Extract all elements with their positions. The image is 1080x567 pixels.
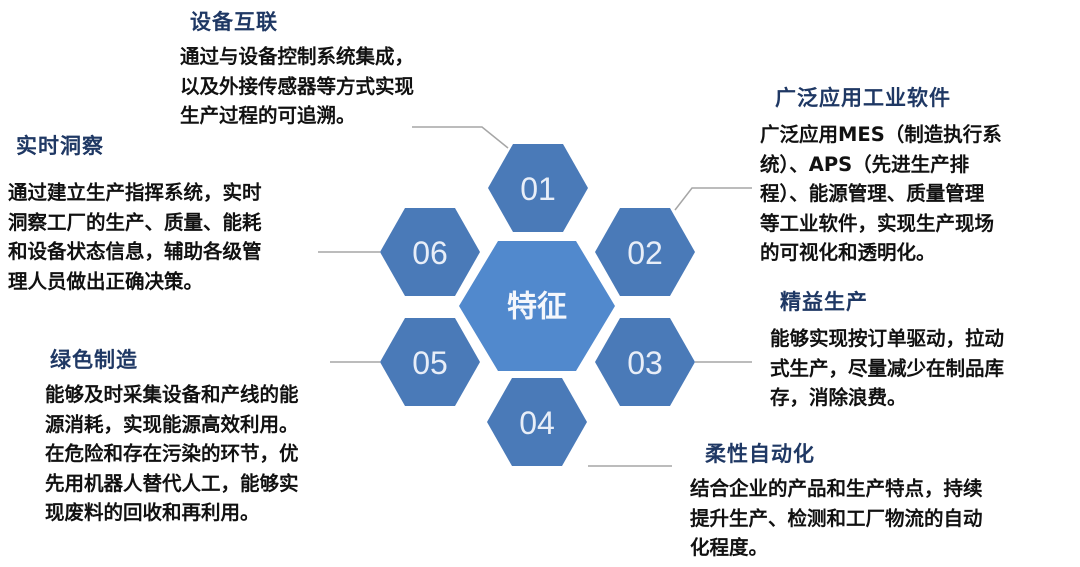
- description-line: 理人员做出正确决策。: [8, 269, 204, 293]
- description-line: 结合企业的产品和生产特点，持续: [690, 477, 983, 500]
- description-line: 能够实现按订单驱动，拉动: [770, 327, 1005, 350]
- feature-02: 广泛应用工业软件 广泛应用MES（制造执行系 统）、APS（先进生产排 程）、能…: [760, 82, 1002, 268]
- description-line: 统）、APS（先进生产排: [760, 152, 970, 176]
- hexagon-label: 特征: [507, 290, 567, 325]
- hexagon-label: 03: [627, 345, 663, 381]
- hexagon-label: 01: [520, 171, 556, 207]
- hexagon-05: 05: [380, 318, 480, 406]
- hexagon-label: 02: [627, 235, 663, 271]
- feature-title: 实时洞察: [16, 134, 104, 158]
- hexagon-shape: [459, 241, 615, 371]
- hexagon-06: 06: [380, 208, 480, 296]
- description-line: 生产过程的可追溯。: [180, 104, 356, 127]
- hexagon-03: 03: [595, 318, 695, 406]
- connector-02: [674, 187, 752, 211]
- description-line: 的可视化和透明化。: [760, 241, 936, 264]
- connector-lines: [318, 126, 752, 467]
- connector-01: [412, 126, 509, 149]
- description-line: 现废料的回收和再利用。: [45, 501, 260, 524]
- description-line: 存，消除浪费。: [770, 386, 907, 409]
- description-line: 洞察工厂的生产、质量、能耗: [8, 210, 262, 234]
- center-hexagon: 特征: [459, 241, 615, 371]
- feature-03: 精益生产 能够实现按订单驱动，拉动 式生产，尽量减少在制品库 存，消除浪费。: [770, 286, 1004, 413]
- hexagon-shape: [595, 318, 695, 406]
- feature-title: 柔性自动化: [705, 442, 815, 466]
- description-line: 源消耗，实现能源高效利用。: [45, 412, 299, 436]
- description-line: 通过建立生产指挥系统，实时: [8, 181, 262, 204]
- hexagon-shape: [595, 208, 695, 296]
- feature-title: 广泛应用工业软件: [775, 86, 951, 110]
- description-line: 在危险和存在污染的环节，优: [45, 442, 299, 465]
- description-line: 能够及时采集设备和产线的能: [45, 383, 299, 406]
- feature-description: 能够及时采集设备和产线的能 源消耗，实现能源高效利用。 在危险和存在污染的环节，…: [45, 380, 299, 528]
- hexagon-shape: [487, 378, 587, 466]
- description-line: 程）、能源管理、质量管理: [760, 182, 985, 205]
- feature-description: 能够实现按订单驱动，拉动 式生产，尽量减少在制品库 存，消除浪费。: [770, 324, 1004, 413]
- description-line: 广泛应用MES（制造执行系: [760, 123, 1002, 146]
- hexagon-shape: [380, 208, 480, 296]
- hexagon-label: 05: [412, 345, 448, 381]
- hexagon-shape: [488, 144, 588, 232]
- feature-04: 柔性自动化 结合企业的产品和生产特点，持续 提升生产、检测和工厂物流的自动 化程…: [690, 438, 983, 563]
- feature-description: 结合企业的产品和生产特点，持续 提升生产、检测和工厂物流的自动 化程度。: [690, 474, 983, 563]
- hexagon-04: 04: [487, 378, 587, 466]
- hexagon-01: 01: [488, 144, 588, 232]
- hexagon-label: 04: [519, 405, 555, 441]
- feature-01: 设备互联 通过与设备控制系统集成， 以及外接传感器等方式实现 生产过程的可追溯。: [180, 6, 414, 131]
- feature-title: 设备互联: [190, 10, 278, 34]
- description-line: 提升生产、检测和工厂物流的自动: [690, 506, 983, 530]
- description-line: 以及外接传感器等方式实现: [180, 74, 415, 98]
- hexagon-02: 02: [595, 208, 695, 296]
- description-line: 先用机器人替代人工，能够实: [45, 471, 299, 495]
- description-line: 等工业软件，实现生产现场: [760, 211, 995, 235]
- description-line: 和设备状态信息，辅助各级管: [8, 240, 262, 263]
- feature-05: 绿色制造 能够及时采集设备和产线的能 源消耗，实现能源高效利用。 在危险和存在污…: [45, 344, 299, 528]
- feature-description: 通过与设备控制系统集成， 以及外接传感器等方式实现 生产过程的可追溯。: [180, 42, 414, 131]
- feature-description: 通过建立生产指挥系统，实时 洞察工厂的生产、质量、能耗 和设备状态信息，辅助各级…: [8, 178, 262, 296]
- description-line: 式生产，尽量减少在制品库: [770, 356, 1005, 380]
- feature-title: 精益生产: [780, 290, 868, 314]
- description-line: 化程度。: [690, 536, 769, 559]
- feature-description: 广泛应用MES（制造执行系 统）、APS（先进生产排 程）、能源管理、质量管理 …: [760, 120, 1002, 268]
- hexagon-shape: [380, 318, 480, 406]
- feature-06: 实时洞察 通过建立生产指挥系统，实时 洞察工厂的生产、质量、能耗 和设备状态信息…: [8, 130, 262, 296]
- feature-title: 绿色制造: [50, 348, 138, 372]
- hexagon-label: 06: [412, 235, 448, 271]
- description-line: 通过与设备控制系统集成，: [180, 45, 415, 68]
